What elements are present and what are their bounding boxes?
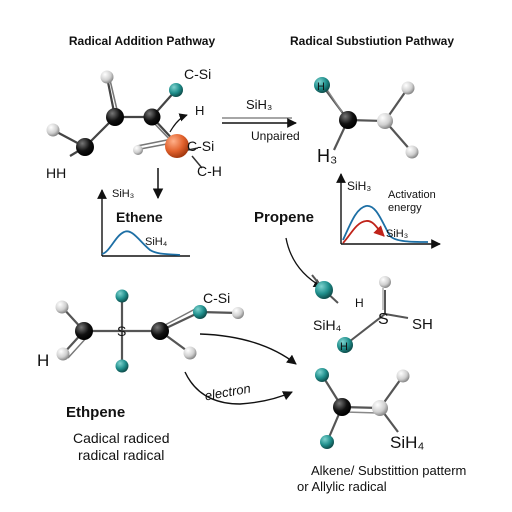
left-pathway-title: Radical Addition Pathway [69, 34, 216, 48]
hydrogen-atom [100, 70, 114, 84]
label-h3: H₃ [317, 146, 337, 166]
label-cadical-2: radical radical [78, 447, 164, 463]
teal-atom [193, 305, 207, 319]
teal-atom [315, 368, 329, 382]
teal-atom [320, 435, 334, 449]
carbon-atom [143, 108, 161, 126]
hydrogen-atom [56, 347, 70, 361]
label-sih3-left: SiH₃ [112, 188, 134, 200]
hydrogen-atom [232, 307, 244, 319]
label-c-si-top: C-Si [184, 66, 211, 82]
carbon-atom [151, 322, 169, 340]
orange-radical-atom [165, 134, 189, 158]
label-s-atom: S [117, 323, 126, 339]
hydrogen-atom [401, 81, 415, 95]
top-right-molecule [314, 77, 419, 159]
label-hh: HH [46, 165, 66, 181]
label-propene: Propene [254, 209, 314, 226]
energy-curve-blue [342, 205, 429, 243]
label-c-h: C-H [197, 163, 222, 179]
label-cadical-1: Cadical radiced [73, 430, 170, 446]
label-activation-1: Activation [388, 189, 436, 201]
energy-curve-red [342, 220, 385, 244]
label-sih3-arrow: SiH₃ [246, 97, 272, 112]
energy-curve-blue [101, 230, 181, 256]
label-electron: electron [204, 381, 252, 404]
label-c-si-mid: C-Si [187, 138, 214, 154]
label-h-teal: H [340, 341, 348, 353]
teal-atom [115, 359, 129, 373]
label-s-center: S [378, 311, 389, 328]
label-h-top: H [195, 103, 204, 118]
label-c-si-bottom: C-Si [203, 290, 230, 306]
curved-arrow-propene [285, 237, 323, 288]
curved-arrow-electron [184, 371, 293, 405]
label-sih3-chart-right: SiH₃ [347, 179, 371, 193]
teal-atom [169, 83, 183, 97]
carbon-atom [333, 398, 351, 416]
label-h-small: H [355, 296, 364, 310]
left-energy-chart [97, 189, 190, 257]
teal-hydrogen-atom [314, 77, 330, 93]
teal-atom [115, 289, 129, 303]
label-h-atom-right: H [317, 81, 325, 93]
right-pathway-title: Radical Substiution Pathway [290, 34, 454, 48]
center-right-molecule [311, 274, 409, 353]
right-energy-chart [336, 173, 441, 249]
hydrogen-atom [46, 123, 60, 137]
hydrogen-atom [183, 346, 197, 360]
label-sih4-center: SiH₄ [313, 317, 342, 333]
bottom-left-molecule [55, 289, 244, 373]
carbon-atom [339, 111, 357, 129]
label-sh: SH [412, 316, 433, 333]
electron-arrow [169, 113, 188, 133]
label-sih4-chart-left: SiH₄ [145, 236, 168, 248]
carbon-atom [106, 108, 124, 126]
hydrogen-atom [372, 400, 388, 416]
label-activation-2: energy [388, 202, 422, 214]
hydrogen-atom [379, 276, 391, 288]
carbon-atom [75, 322, 93, 340]
label-sih3-curve: SiH₃ [386, 228, 408, 240]
top-left-molecule [46, 70, 203, 169]
hydrogen-atom [55, 300, 69, 314]
hydrogen-atom [396, 369, 410, 383]
teal-hydrogen-atom [337, 337, 353, 353]
hydrogen-atom [133, 145, 143, 155]
label-ethpene: Ethpene [66, 404, 125, 421]
label-unpaired: Unpaired [251, 129, 300, 143]
hydrogen-atom [405, 145, 419, 159]
carbon-atom [76, 138, 94, 156]
label-alkene-1: Alkene/ Substittion patterm [311, 463, 466, 478]
label-ethene: Ethene [116, 209, 163, 225]
label-sih4-bottom: SiH₄ [390, 433, 424, 452]
bottom-right-molecule [315, 368, 410, 449]
label-alkene-2: or Allylic radical [297, 479, 387, 494]
hydrogen-atom [377, 113, 393, 129]
label-h-bottom-left: H [37, 351, 49, 370]
curved-arrow-upper [199, 333, 297, 365]
teal-atom [315, 281, 333, 299]
